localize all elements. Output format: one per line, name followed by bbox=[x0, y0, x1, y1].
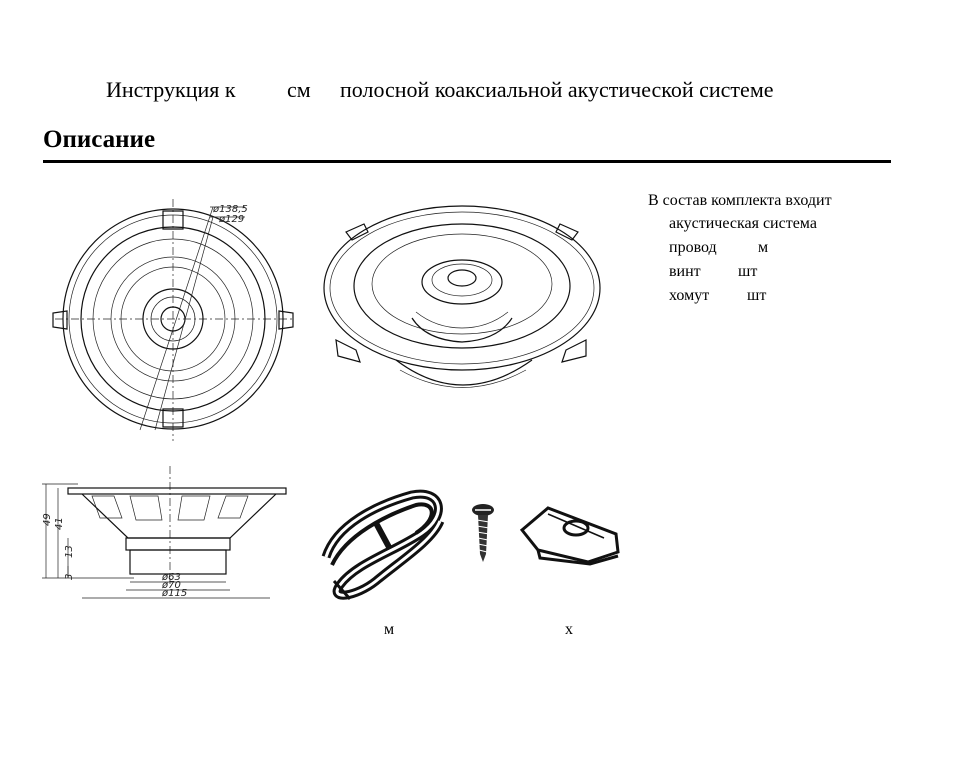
dim-outer-diameter: ø138,5 bbox=[212, 204, 248, 215]
speaker-front-view: ø138,5 ø129 bbox=[52, 199, 295, 441]
wire-coil-image bbox=[321, 489, 445, 600]
screw-image bbox=[472, 504, 494, 562]
dim-height-3: 3 bbox=[64, 574, 75, 580]
speaker-side-view: 49 41 13 3 ø63 ø70 ø115 bbox=[42, 466, 287, 599]
dim-height-41: 41 bbox=[54, 517, 65, 530]
heading-rule bbox=[43, 160, 891, 163]
kit-item-speaker: акустическая система bbox=[669, 215, 817, 232]
title-text-3: полосной коаксиальной акустической систе… bbox=[340, 77, 774, 102]
title-text-2: см bbox=[287, 77, 311, 102]
kit-item-clamp: хомут bbox=[669, 287, 710, 304]
dim-inner-diameter: ø129 bbox=[218, 214, 244, 225]
kit-item-screw: винт bbox=[669, 263, 701, 280]
dim-width-115: ø115 bbox=[161, 588, 187, 599]
kit-item-wire-qty: м bbox=[758, 239, 769, 256]
clamp-caption: х bbox=[565, 621, 573, 638]
section-heading: Описание bbox=[43, 126, 156, 153]
kit-item-wire: провод bbox=[669, 239, 717, 256]
dim-width-63: ø63 bbox=[161, 572, 181, 583]
wire-caption: м bbox=[384, 621, 395, 638]
title-text-1: Инструкция к bbox=[106, 77, 236, 102]
kit-intro: В состав комплекта входит bbox=[648, 192, 832, 209]
kit-item-clamp-qty: шт bbox=[747, 287, 767, 304]
kit-item-screw-qty: шт bbox=[738, 263, 758, 280]
dim-height-13: 13 bbox=[64, 545, 75, 558]
speaker-perspective-view bbox=[323, 205, 601, 388]
dim-width-70: ø70 bbox=[161, 580, 181, 591]
dim-height-49: 49 bbox=[42, 513, 53, 526]
clamp-image bbox=[519, 506, 620, 566]
